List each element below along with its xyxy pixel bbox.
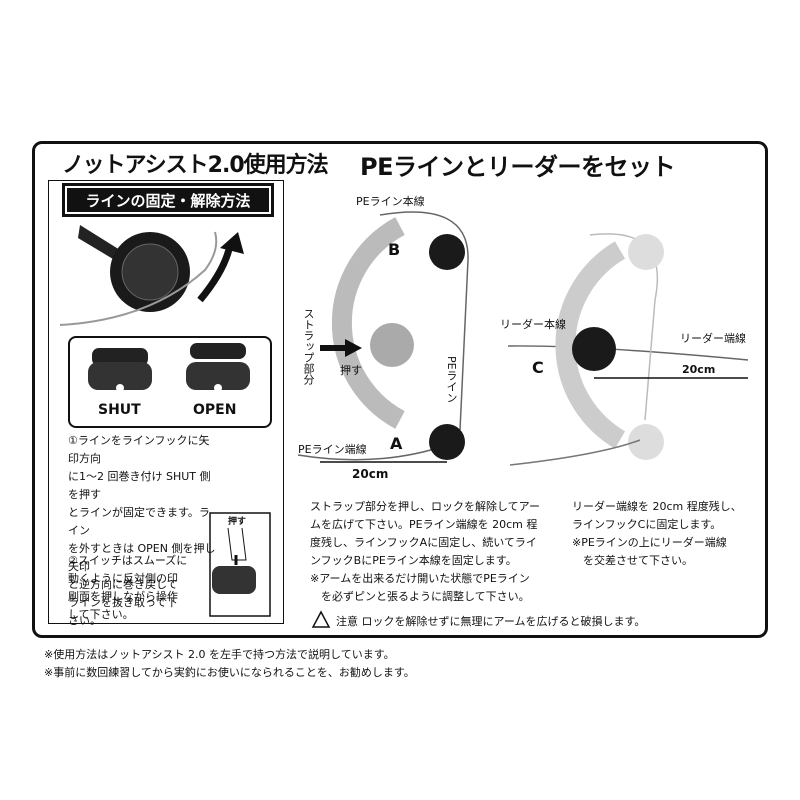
caution-icon [311,610,331,628]
footnote-2: ※事前に数回練習してから実釣にお使いになられることを、お勧めします。 [44,666,415,679]
caution-text: 注意 ロックを解除せずに無理にアームを広げると破損します。 [336,615,646,628]
dist-left-label: 20cm [352,467,389,481]
subhead: ラインの固定・解除方法 [62,183,274,217]
mid-instructions: ストラップ部分を押し、ロックを解除してアー ムを広げて下さい。PEライン端線を … [310,500,541,603]
instruction-frame [32,141,768,638]
pe-diagram [297,211,469,463]
push-label: 押す [340,364,362,377]
footnote-1: ※使用方法はノットアシスト 2.0 を左手で持つ方法で説明しています。 [44,648,395,661]
section-title: PEラインとリーダーをセット [360,153,675,181]
instruction-item-1: ①ラインをラインフックに矢印方向 に1～2 回巻き付け SHUT 側を押す とラ… [68,434,216,627]
main-title: ノットアシスト2.0使用方法 [62,153,329,178]
leader-main-label: リーダー本線 [500,318,566,331]
push-label-small: 押す [228,517,247,527]
shut-label: SHUT [98,402,141,418]
left-panel [48,180,284,624]
dist-right-label: 20cm [682,363,716,376]
strap-label: ストラップ部分 [302,308,315,385]
pe-line-label: PEライン [445,356,458,403]
hook-a-label: A [390,434,403,453]
leader-diagram [507,233,749,466]
line-hook-illustration [59,225,244,326]
right-instructions: リーダー端線を 20cm 程度残し、 ラインフックCに固定します。 ※PEライン… [572,500,742,567]
hook-b-label: B [388,240,401,259]
hook-c-label: C [532,358,544,377]
switch-box [68,336,272,428]
switch-illustration [88,343,250,392]
pe-main-label: PEライン本線 [356,195,425,208]
leader-end-label: リーダー端線 [680,332,746,345]
pe-end-label: PEライン端線 [298,443,367,456]
open-label: OPEN [193,402,237,418]
press-illustration [209,512,271,617]
instruction-item-2: ②スイッチはスムーズに 動くように反対側の印 刷面を押しながら操作 して下さい。 [68,554,188,621]
